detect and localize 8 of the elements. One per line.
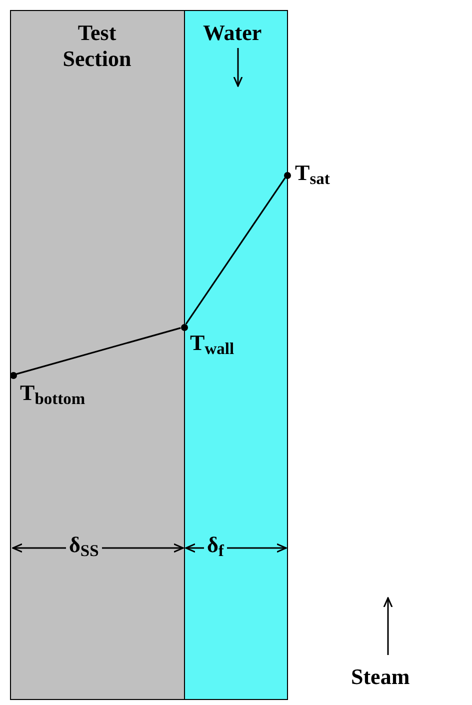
region-title: Water bbox=[202, 20, 263, 46]
temperature-profile-line bbox=[16, 327, 181, 375]
flow-label: Steam bbox=[350, 664, 411, 690]
temperature-profile-line bbox=[185, 177, 286, 325]
region-title: Test Section bbox=[62, 20, 132, 72]
temperature-label: T$_{wall}$ bbox=[190, 330, 234, 356]
temperature-label: T$_{bottom}$ bbox=[20, 380, 86, 406]
temperature-label: T$_{sat}$ bbox=[295, 160, 330, 186]
